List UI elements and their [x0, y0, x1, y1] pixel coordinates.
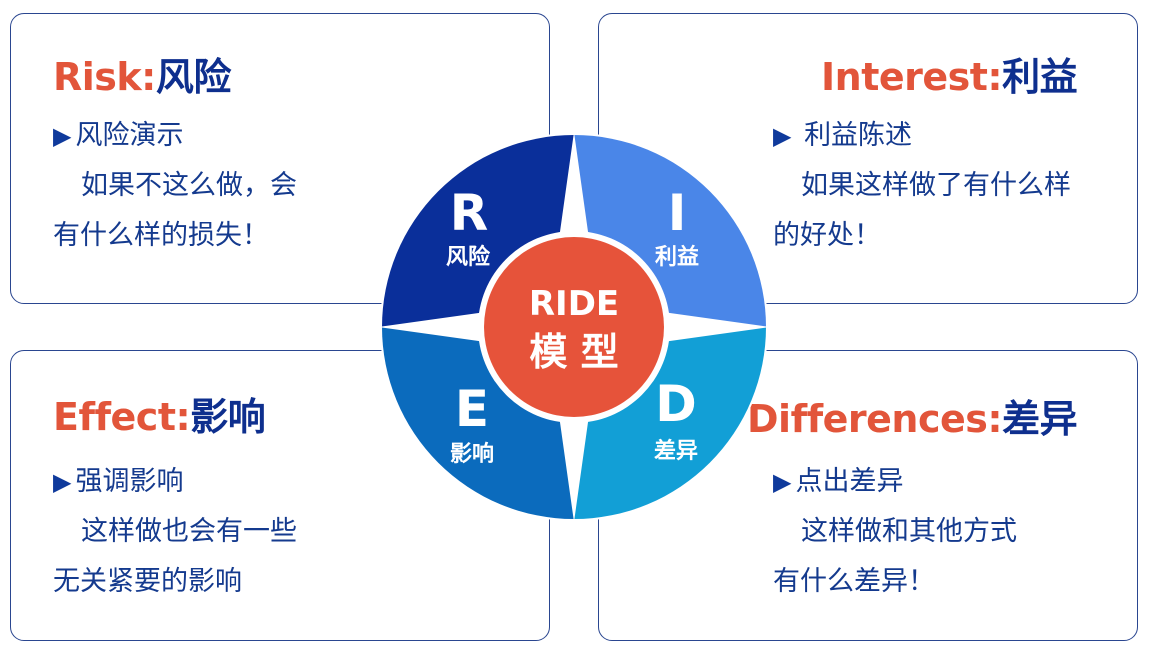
effect-point: 强调影响	[75, 466, 184, 497]
interest-title-zh: 利益	[1002, 55, 1078, 99]
risk-title-zh: 风险	[155, 55, 232, 99]
differences-title-en: Differences:	[747, 397, 1003, 441]
bullet-triangle-icon: ▶	[773, 122, 792, 150]
effect-line2: 这样做也会有一些	[81, 516, 297, 547]
interest-line2: 如果这样做了有什么样	[801, 170, 1071, 201]
risk-body: ▶风险演示 如果不这么做，会 有什么样的损失！	[53, 111, 297, 261]
risk-title-en: Risk:	[53, 55, 156, 99]
interest-body: ▶ 利益陈述 如果这样做了有什么样 的好处！	[773, 111, 1071, 261]
effect-body: ▶强调影响 这样做也会有一些 无关紧要的影响	[53, 457, 297, 607]
differences-body: ▶点出差异 这样做和其他方式 有什么差异！	[773, 457, 1017, 607]
interest-line3: 的好处！	[773, 220, 881, 251]
effect-title-en: Effect:	[53, 395, 191, 439]
risk-title: Risk:风险	[53, 55, 231, 99]
interest-title-en: Interest:	[821, 55, 1003, 99]
effect-line3: 无关紧要的影响	[53, 566, 242, 597]
effect-title-zh: 影响	[190, 395, 266, 439]
interest-point: 利益陈述	[804, 120, 913, 151]
differences-title-zh: 差异	[1002, 397, 1078, 441]
differences-title: Differences:差异	[747, 397, 1078, 441]
risk-point: 风险演示	[75, 120, 184, 151]
differences-line3: 有什么差异！	[773, 566, 935, 597]
bullet-triangle-icon: ▶	[53, 468, 72, 496]
effect-title: Effect:影响	[53, 395, 266, 439]
bullet-triangle-icon: ▶	[53, 122, 72, 150]
risk-line2: 如果不这么做，会	[81, 170, 297, 201]
bullet-triangle-icon: ▶	[773, 468, 792, 496]
differences-point: 点出差异	[795, 466, 904, 497]
interest-title: Interest:利益	[821, 55, 1078, 99]
differences-line2: 这样做和其他方式	[801, 516, 1017, 547]
risk-line3: 有什么样的损失！	[53, 220, 269, 251]
